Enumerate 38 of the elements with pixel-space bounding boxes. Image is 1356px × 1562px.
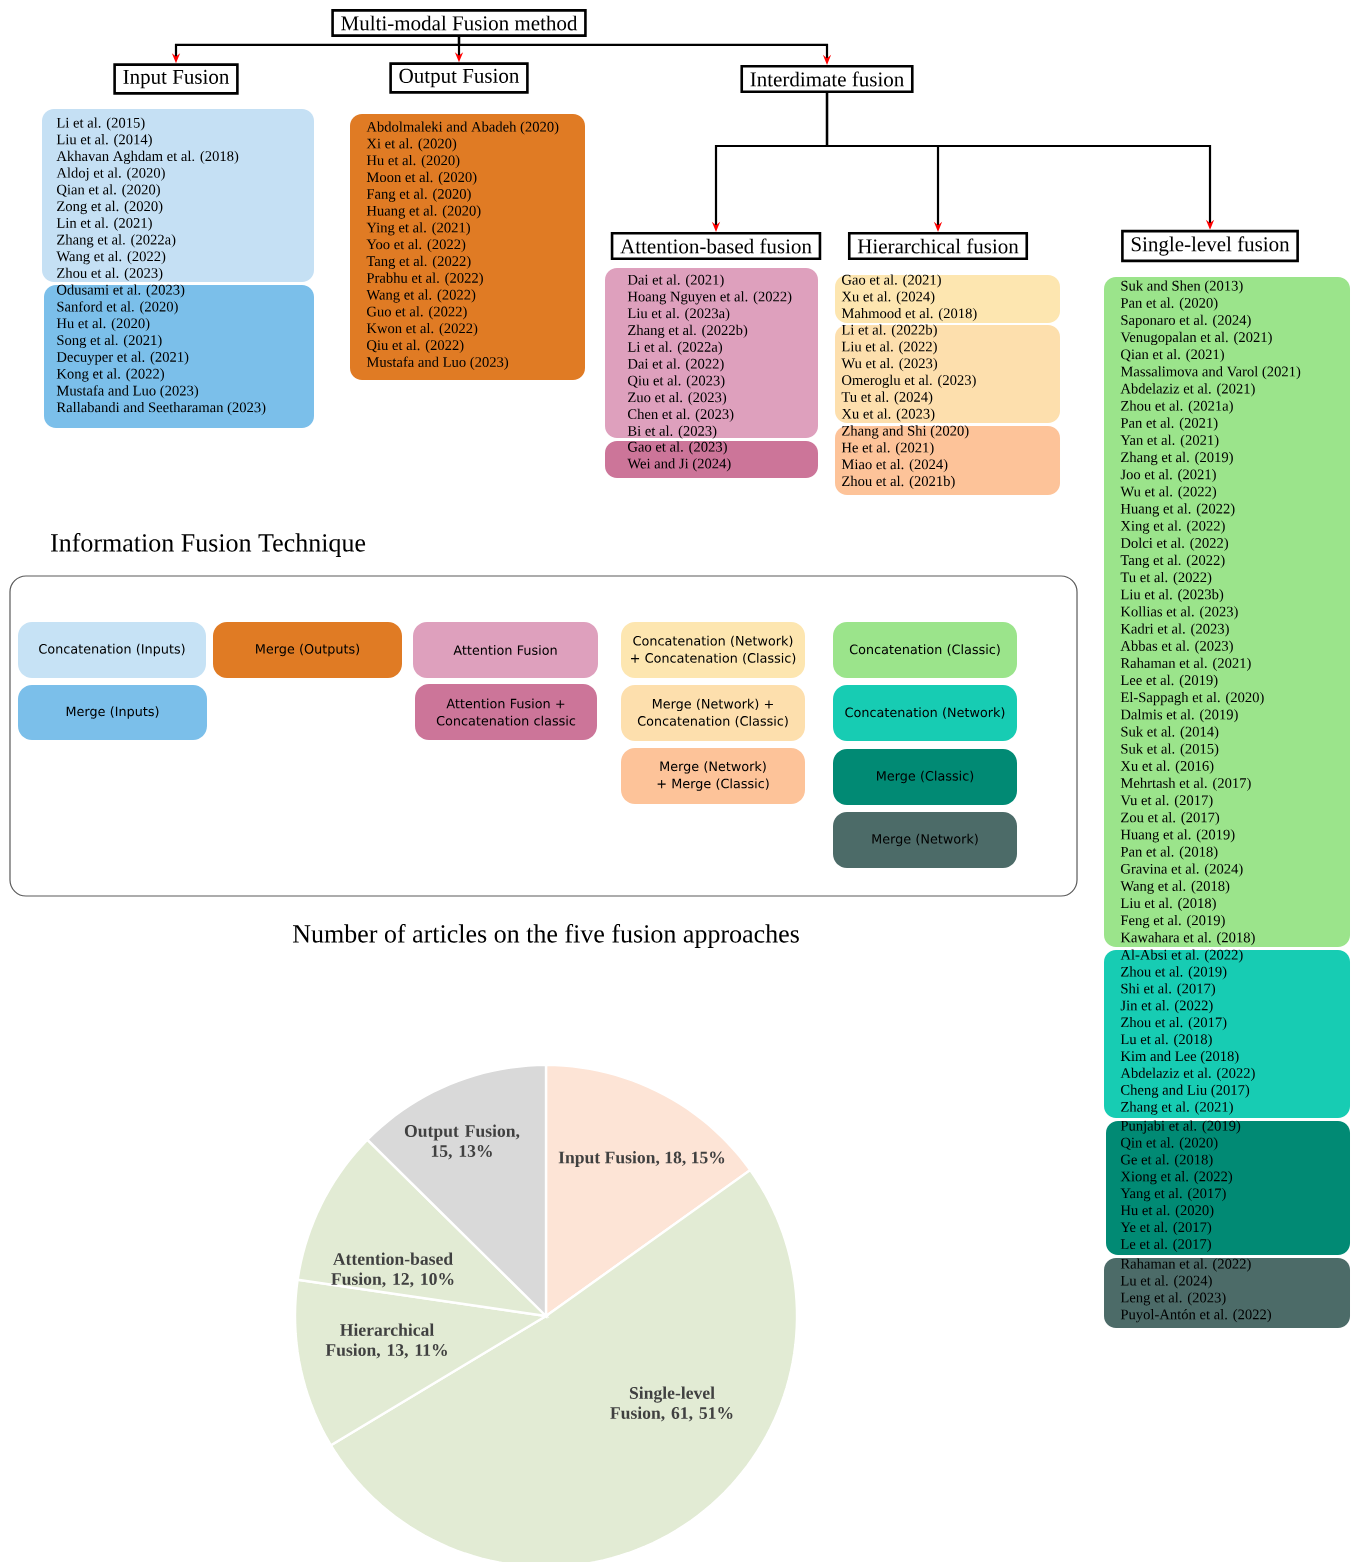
legend-item: Merge (Network)	[833, 812, 1017, 868]
legend-item: Merge (Network) + Merge (Classic)	[621, 748, 805, 804]
legend-item: Concatenation (Network)	[833, 685, 1017, 741]
legend-item: Concatenation (Classic)	[833, 622, 1017, 678]
legend-item: Merge (Inputs)	[18, 685, 207, 740]
reference-list: Li et al. (2022b) Liu et al. (2022) Wu et al. (2023) Omeroglu et al. (2023) Tu et al. (2024) Xu et al. (2023)	[835, 324, 1060, 423]
legend-item: Merge (Network) + Concatenation (Classic)	[621, 685, 805, 741]
heading-box: Input Fusion	[113, 63, 239, 95]
legend-item: Merge (Classic)	[833, 749, 1017, 805]
heading-box: Multi-modal Fusion method	[331, 9, 587, 37]
heading-box: Interdimate fusion	[740, 65, 914, 93]
reference-list: Zhang and Shi (2020) He et al. (2021) Miao et al. (2024) Zhou et al. (2021b)	[835, 425, 1060, 495]
reference-list: Gao et al. (2021) Xu et al. (2024) Mahmood et al. (2018)	[835, 274, 1060, 323]
pie-label: Attention-based Fusion, 12, 10%	[331, 1252, 454, 1288]
reference-list: Punjabi et al. (2019) Qin et al. (2020) Ge et al. (2018) Xiong et al. (2022) Yang et al. (2017) Hu et al. (2020) Ye et al. (2017) Le et al. (2017)	[1106, 1120, 1350, 1255]
chart-title: Number of articles on the five fusion approaches	[293, 924, 799, 948]
legend-item: Concatenation (Network) + Concatenation (Classic)	[621, 622, 805, 678]
heading-box: Single-level fusion	[1121, 229, 1299, 263]
legend-item: Merge (Outputs)	[213, 622, 402, 678]
pie-label: Hierarchical Fusion, 13, 11%	[325, 1323, 447, 1359]
legend-title: Information Fusion Technique	[51, 533, 366, 557]
reference-list: Suk and Shen (2013) Pan et al. (2020) Saponaro et al. (2024) Venugopalan et al. (2021) Qian et al. (2021) Massalimova and Varol (2021) Abdelaziz et al. (2021) Zhou et al. (2021a) Pan et al. (2021) Yan et al. (2021) Zhang et al. (2019) Joo et al. (2021) Wu et al. (2022) Huang et al. (2022) Xing et al. (2022) Dolci et al. (2022) Tang et al. (2022) Tu et al. (2022) Liu et al. (2023b) Kollias et al. (2023) Kadri et al. (2023) Abbas et al. (2023) Rahaman et al. (2021) Lee et al. (2019) El-Sappagh et al. (2020) Dalmis et al. (2019) Suk et al. (2014) Suk et al. (2015) Xu et al. (2016) Mehrtash et al. (2017) Vu et al. (2017) Zou et al. (2017) Huang et al. (2019) Pan et al. (2018) Gravina et al. (2024) Wang et al. (2018) Liu et al. (2018) Feng et al. (2019) Kawahara et al. (2018)	[1104, 277, 1350, 947]
reference-list: Dai et al. (2021) Hoang Nguyen et al. (2022) Liu et al. (2023a) Zhang et al. (2022b) Li et al. (2022a) Dai et al. (2022) Qiu et al. (2023) Zuo et al. (2023) Chen et al. (2023) Bi et al. (2023)	[605, 268, 818, 439]
legend-item: Attention Fusion + Concatenation classic	[415, 684, 597, 740]
reference-list: Al-Absi et al. (2022) Zhou et al. (2019) Shi et al. (2017) Jin et al. (2022) Zhou et al. (2017) Lu et al. (2018) Kim and Lee (2018) Abdelaziz et al. (2022) Cheng and Liu (2017) Zhang et al. (2021)	[1104, 949, 1350, 1118]
pie-label: Single-level Fusion, 61, 51%	[610, 1386, 733, 1422]
pie-label: Output Fusion, 15, 13%	[404, 1124, 520, 1160]
reference-list: Li et al. (2015) Liu et al. (2014) Akhavan Aghdam et al. (2018) Aldoj et al. (2020) Qian et al. (2020) Zong et al. (2020) Lin et al. (2021) Zhang et al. (2022a) Wang et al. (2022) Zhou et al. (2023)	[42, 109, 314, 282]
pie-label: Input Fusion, 18, 15%	[558, 1151, 725, 1167]
heading-box: Output Fusion	[389, 62, 529, 94]
reference-list: Rahaman et al. (2022) Lu et al. (2024) Leng et al. (2023) Puyol-Antón et al. (2022)	[1104, 1258, 1350, 1328]
reference-list: Gao et al. (2023) Wei and Ji (2024)	[605, 441, 818, 478]
legend-item: Concatenation (Inputs)	[18, 622, 206, 678]
heading-box: Attention-based fusion	[610, 232, 822, 260]
reference-list: Abdolmaleki and Abadeh (2020) Xi et al. (2020) Hu et al. (2020) Moon et al. (2020) Fang et al. (2020) Huang et al. (2020) Ying et al. (2021) Yoo et al. (2022) Tang et al. (2022) Prabhu et al. (2022) Wang et al. (2022) Guo et al. (2022) Kwon et al. (2022) Qiu et al. (2022) Mustafa and Luo (2023)	[350, 114, 585, 380]
heading-box: Hierarchical fusion	[847, 232, 1029, 260]
legend-item: Attention Fusion	[413, 622, 598, 678]
reference-list: Odusami et al. (2023) Sanford et al. (2020) Hu et al. (2020) Song et al. (2021) Decuyper et al. (2021) Kong et al. (2022) Mustafa and Luo (2023) Rallabandi and Seetharaman (2023)	[44, 284, 314, 428]
